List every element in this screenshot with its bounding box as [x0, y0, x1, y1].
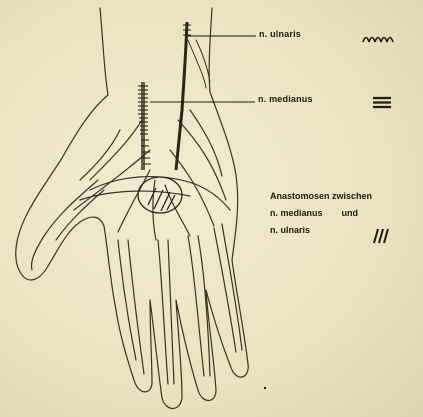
forearm-outline — [100, 8, 108, 95]
diagonal-hatch-icon — [372, 228, 390, 244]
legend-line-1: Anastomosen zwischen — [270, 188, 372, 205]
label-n-ulnaris: n. ulnaris — [259, 29, 301, 39]
ulnar-nerve — [176, 22, 187, 170]
legend-line-3: n. ulnaris — [270, 222, 372, 239]
anastomosis-region — [138, 177, 182, 213]
legend-medianus-text: n. medianus — [270, 205, 323, 222]
anastomosis-legend: Anastomosen zwischen n. medianus und n. … — [270, 188, 372, 239]
horizontal-hatch-icon — [372, 95, 392, 109]
legend-und-text: und — [342, 205, 359, 222]
legend-line-2: n. medianus und — [270, 205, 372, 222]
wavy-hatch-icon — [361, 32, 397, 44]
hand-outline — [16, 92, 248, 409]
label-n-medianus: n. medianus — [258, 94, 313, 104]
